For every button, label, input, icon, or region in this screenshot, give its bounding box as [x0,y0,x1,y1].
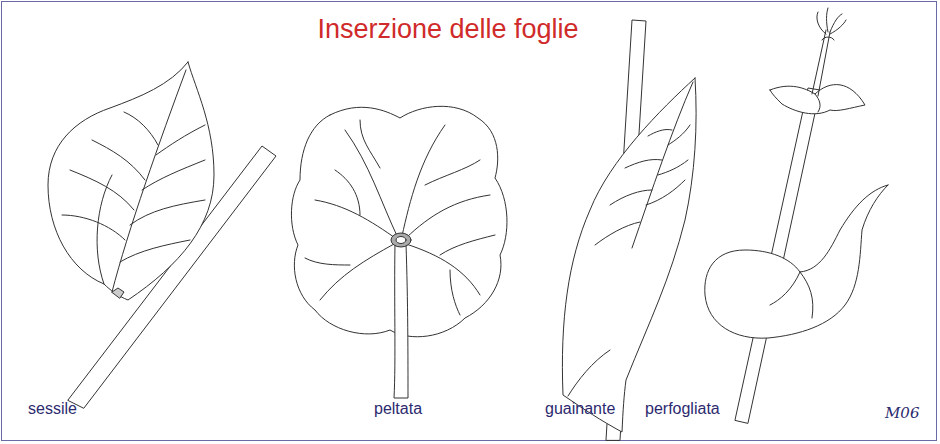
sheathing-leaf [562,20,696,440]
leaf-type-label: guainante [545,400,615,418]
leaf-type-label: sessile [28,400,77,418]
peltate-leaf [291,106,507,398]
signature: M06 [885,404,919,422]
sessile-leaf [48,62,276,408]
leaf-type-label: perfogliata [645,400,720,418]
leaf-type-label: peltata [374,400,422,418]
diagram-title: Inserzione delle foglie [317,14,578,45]
perfoliate-leaf [705,8,888,423]
